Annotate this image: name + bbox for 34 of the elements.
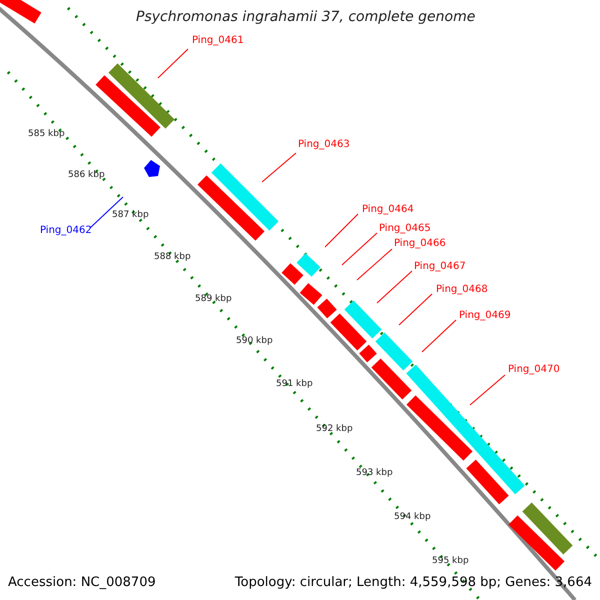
tick-label: 595 kbp — [432, 557, 469, 566]
accession-note: Accession: NC_008709 — [8, 576, 156, 589]
leader-line — [342, 232, 378, 266]
tick-label: 585 kbp — [28, 130, 65, 139]
tick-label: 592 kbp — [316, 425, 353, 434]
genome-summary: Topology: circular; Length: 4,559,598 bp; Genes: 3,664 — [234, 576, 592, 589]
gene-label: Ping_0465 — [379, 224, 431, 234]
tick-label: 590 kbp — [236, 337, 273, 346]
gene-label: Ping_0468 — [436, 285, 488, 295]
leader-line — [422, 320, 456, 352]
leader-line — [158, 48, 188, 78]
leader-line — [90, 196, 124, 228]
tick-label: 587 kbp — [112, 211, 149, 220]
gene-label: Ping_0470 — [508, 365, 560, 375]
gene-label: Ping_0466 — [394, 239, 446, 249]
tick-label: 586 kbp — [68, 171, 105, 180]
tick-label: 593 kbp — [356, 469, 393, 478]
tick-label: 589 kbp — [195, 295, 232, 304]
gene-label: Ping_0467 — [414, 262, 466, 272]
tick-label: 591 kbp — [276, 380, 313, 389]
leader-line — [470, 374, 506, 406]
gene-label: Ping_0469 — [459, 311, 511, 321]
leader-line — [398, 294, 432, 326]
gene-label: Ping_0462 — [40, 226, 92, 236]
tick-label: 594 kbp — [394, 513, 431, 522]
leader-line — [262, 152, 296, 182]
gene-label: Ping_0464 — [362, 205, 414, 215]
leader-line — [324, 214, 358, 248]
leader-line — [356, 248, 392, 280]
gene-label: Ping_0461 — [192, 36, 244, 46]
tick-label: 588 kbp — [154, 253, 191, 262]
leader-line — [376, 270, 412, 304]
map-title: Psychromonas ingrahamii 37, complete genome — [136, 10, 476, 24]
gene-label: Ping_0463 — [298, 140, 350, 150]
